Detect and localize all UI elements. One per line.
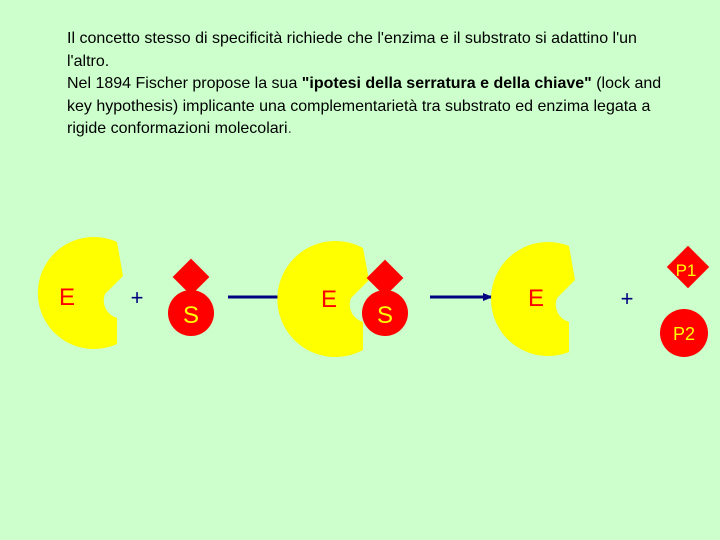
enzyme-1-label: E (59, 284, 75, 311)
fischer-text-start: Nel 1894 Fischer propose la sua (67, 75, 302, 92)
fischer-text-end: (lock and key hypothesis) implicante una… (67, 75, 662, 137)
substrate-2-bound (362, 259, 408, 336)
enzyme-3 (491, 242, 575, 356)
product-1-label: P1 (676, 261, 697, 280)
description-text: Il concetto stesso di specificità richie… (67, 28, 667, 141)
enzyme-2 (277, 240, 369, 358)
paragraph-fischer: Nel 1894 Fischer propose la sua "ipotesi… (67, 73, 667, 141)
substrate-1-label: S (183, 302, 199, 329)
plus-sign-1: + (131, 285, 144, 310)
enzyme-2-label: E (321, 286, 337, 313)
plus-sign-2: + (621, 286, 634, 311)
substrate-2-label: S (377, 302, 393, 329)
enzyme-3-label: E (528, 285, 544, 312)
enzyme-1 (37, 237, 123, 349)
product-2-label: P2 (673, 324, 695, 344)
substrate-1 (168, 258, 214, 336)
product-2 (660, 309, 708, 357)
hypothesis-name: "ipotesi della serratura e della chiave" (301, 75, 592, 92)
paragraph-specificity: Il concetto stesso di specificità richie… (67, 30, 637, 70)
final-period: . (287, 120, 292, 137)
